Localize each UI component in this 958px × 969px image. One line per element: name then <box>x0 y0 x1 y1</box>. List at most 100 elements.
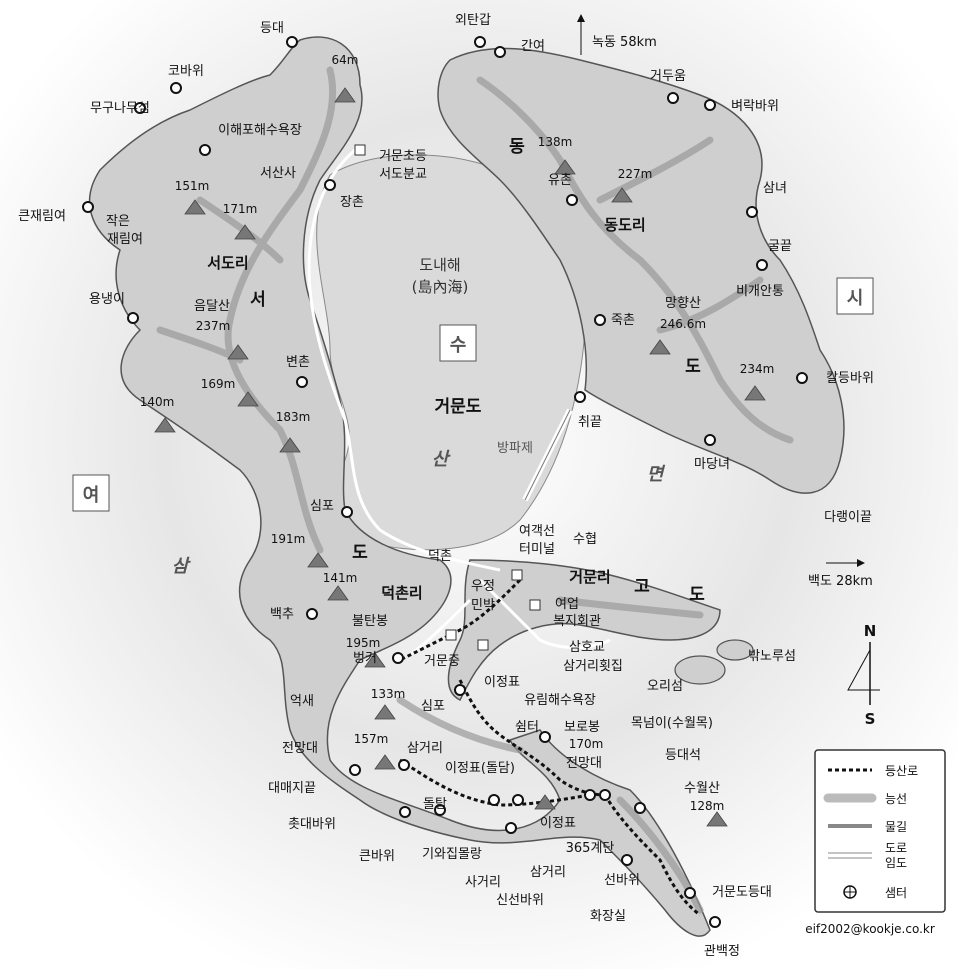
island-seo-do: 도 <box>352 543 368 563</box>
place-markers <box>82 36 808 928</box>
label-places-jeonmangdae: 전망대 <box>282 741 318 756</box>
char-su: 수 <box>450 335 467 356</box>
label-places-byeonchon: 변촌 <box>286 355 310 370</box>
deokchon-ri: 덕촌리 <box>381 584 422 602</box>
legend-road2: 임도 <box>885 856 907 870</box>
label-elevations-e140: 140m <box>140 395 175 409</box>
island-go-do: 도 <box>689 585 705 605</box>
label-elevations-e133: 133m <box>371 687 406 701</box>
island-dong-do: 도 <box>685 357 701 377</box>
label-places-sinseon: 신선바위 <box>496 893 544 908</box>
breakwater-label: 방파제 <box>497 441 533 456</box>
compass-south: S <box>865 710 876 728</box>
dongdo-island <box>437 47 845 494</box>
label-directions-nokdong: 녹동 58km <box>592 35 657 50</box>
island-seo: 서 <box>250 290 266 310</box>
label-places-darangi: 다랭이끝 <box>824 510 872 525</box>
char-myeon: 면 <box>647 464 666 485</box>
label-places-kobawi: 코바위 <box>168 64 204 79</box>
ridges <box>156 66 794 914</box>
label-places-manghyangsan: 망향산 <box>665 296 701 311</box>
label-places-jageun: 작은 <box>106 214 130 229</box>
label-elevations-e141: 141m <box>323 571 358 585</box>
legend-center: 샘터 <box>885 886 907 900</box>
label-places-ijeongpyo1: 이정표 <box>484 675 520 690</box>
label-places-ihaepo: 이해포해수욕장 <box>218 123 302 138</box>
label-places-baekchu: 백추 <box>270 607 294 622</box>
label-places-jukchon: 죽촌 <box>611 313 635 328</box>
label-places-yurim: 유림해수욕장 <box>524 693 596 708</box>
label-places-suhyeop: 수협 <box>573 532 597 547</box>
label-places-bakknoru: 밖노루섬 <box>748 649 796 664</box>
label-places-doltap: 돌탑 <box>423 797 447 812</box>
island-group-label: 거문도 <box>435 397 482 417</box>
label-places-seosansa: 서산사 <box>260 166 296 181</box>
char-san: 산 <box>432 449 451 470</box>
label-places-mugunamu: 무구나무섬 <box>90 101 150 116</box>
label-places-beongker: 벙커 <box>353 651 377 666</box>
label-places-daemaeji: 대매지끝 <box>268 781 316 796</box>
label-elevations-e195: 195m <box>346 636 381 650</box>
label-elevations-e183: 183m <box>276 410 311 424</box>
bakknoru-islet <box>716 639 754 661</box>
label-places-borobong: 보로봉 <box>564 720 600 735</box>
box-su <box>439 324 477 362</box>
legend-stream: 물길 <box>885 820 907 834</box>
island-dong: 동 <box>509 137 525 157</box>
label-places-simpo: 심포 <box>310 499 334 514</box>
label-places-chwikkeut: 취끝 <box>578 415 602 430</box>
label-places-chotdae: 촛대바위 <box>288 817 336 832</box>
label-elevations-e234: 234m <box>740 362 775 376</box>
label-places-samhogyo: 삼호교 <box>569 640 605 655</box>
label-elevations-e191: 191m <box>271 532 306 546</box>
char-yeo: 여 <box>83 485 100 506</box>
label-places-ijeongpyo2: 이정표 <box>540 816 576 831</box>
godo-island <box>447 559 721 702</box>
label-places-terminal2: 터미널 <box>519 542 555 557</box>
label-places-samgeori-hut: 삼거리횟집 <box>563 659 623 674</box>
legend-trail: 등산로 <box>885 764 918 778</box>
label-places-gwanbaekjeong: 관백정 <box>704 944 740 959</box>
label-places-jangchon: 장촌 <box>340 195 364 210</box>
label-places-suwolsan: 수월산 <box>684 781 720 796</box>
compass-north: N <box>864 622 877 640</box>
geomun-ri: 거문리 <box>569 568 610 586</box>
label-places-deungdaeseok: 등대석 <box>665 748 701 763</box>
trail <box>399 578 701 917</box>
label-elevations-e227: 227m <box>618 167 653 181</box>
label-places-geomundo-lighthouse: 거문도등대 <box>712 885 772 900</box>
label-places-bigaean: 비개안통 <box>736 284 784 299</box>
label-elevations-e237: 237m <box>196 319 231 333</box>
label-places-geodueum: 거두움 <box>650 69 686 84</box>
label-places-terminal1: 여객선 <box>519 524 555 539</box>
label-places-eoksae: 억새 <box>290 694 314 709</box>
label-places-borobong-elev: 170m <box>569 737 604 751</box>
label-places-school: 거문초등 <box>379 149 427 164</box>
label-places-minbak: 민박 <box>471 598 495 613</box>
peaks <box>154 87 766 827</box>
label-places-orisom: 오리섬 <box>647 679 683 694</box>
label-elevations-e171: 171m <box>223 202 258 216</box>
boxed-sea-chars: 수 시 여 <box>72 277 874 512</box>
label-places-seonbawi: 선바위 <box>604 873 640 888</box>
label-places-ujeong: 우정 <box>471 579 495 594</box>
label-places-bultanbong: 불탄봉 <box>352 614 388 629</box>
label-places-sageori: 사거리 <box>465 875 501 890</box>
label-places-swimteo: 쉼터 <box>515 720 539 735</box>
label-elevations-e169: 169m <box>201 377 236 391</box>
char-si: 시 <box>847 288 864 309</box>
buildings <box>354 144 541 651</box>
direction-nokdong: 녹동 58km <box>577 14 657 55</box>
label-places-yeoeop1: 여업 <box>555 597 579 612</box>
inner-sea-hanja: (島內海) <box>412 278 469 296</box>
label-places-simpo2: 심포 <box>421 699 445 714</box>
island-go: 고 <box>634 577 650 597</box>
label-places-geomunjung: 거문중 <box>424 654 460 669</box>
label-places-keunjaerim: 큰재림여 <box>18 209 66 224</box>
label-elevations-e138: 138m <box>538 135 573 149</box>
label-places-suwolsan-elev: 128m <box>690 799 725 813</box>
elevation-labels: 64m 151m 171m 237m 169m 140m 183m 191m 1… <box>140 53 775 746</box>
label-places-jaerimyeo: 재림여 <box>107 232 143 247</box>
label-elevations-e157: 157m <box>354 732 389 746</box>
label-places-deokchon: 덕촌 <box>428 549 452 564</box>
